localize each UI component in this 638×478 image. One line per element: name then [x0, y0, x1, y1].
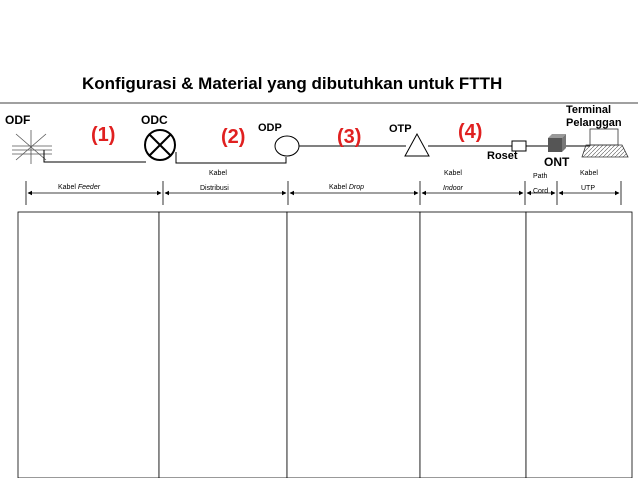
drop-cable-label: Kabel Drop	[329, 184, 364, 191]
material-box-feeder	[17, 211, 160, 478]
drop-prefix: Kabel	[329, 184, 347, 191]
feeder-prefix: Kabel	[58, 184, 76, 191]
ont-icon	[548, 134, 566, 152]
utp-label-line2: UTP	[581, 185, 595, 192]
segment-number-2: (2)	[221, 126, 246, 148]
feeder-cable-label: Kabel Feeder	[58, 184, 100, 191]
patch-cord-label-line1: Path	[533, 173, 548, 180]
patch-cord-label-line2: Cord	[533, 188, 549, 195]
terminal-label-line2: Pelanggan	[566, 117, 622, 129]
feeder-italic: Feeder	[77, 184, 101, 191]
segment-number-1: (1)	[91, 124, 116, 146]
material-box-distribusi	[158, 211, 288, 478]
segment-number-4: (4)	[458, 121, 483, 143]
odf-icon	[12, 130, 52, 164]
odf-label: ODF	[5, 113, 31, 127]
odc-label: ODC	[141, 113, 168, 127]
material-boxes	[17, 211, 633, 478]
indoor-label-line1: Kabel	[444, 170, 462, 177]
roset-icon	[511, 140, 527, 152]
distribusi-label-line1: Kabel	[209, 170, 227, 177]
terminal-label-line1: Terminal	[566, 104, 612, 116]
indoor-label-line2: Indoor	[443, 185, 463, 192]
distribution-cable-line	[175, 152, 287, 164]
feeder-cable-line	[43, 150, 146, 163]
material-box-indoor	[419, 211, 527, 478]
odp-label: ODP	[258, 122, 282, 134]
otp-label: OTP	[389, 123, 412, 135]
dimension-lines	[25, 181, 622, 205]
segment-number-3: (3)	[337, 126, 362, 148]
drop-italic: Drop	[348, 184, 365, 191]
laptop-icon	[581, 128, 629, 158]
otp-icon	[404, 132, 430, 157]
utp-label-line1: Kabel	[580, 170, 598, 177]
roset-label: Roset	[487, 150, 518, 162]
page-title: Konfigurasi & Material yang dibutuhkan u…	[82, 74, 503, 93]
odc-icon	[144, 129, 176, 161]
ont-label: ONT	[544, 155, 570, 169]
material-box-drop	[286, 211, 421, 478]
distribusi-label-line2: Distribusi	[200, 185, 229, 192]
material-box-ont	[525, 211, 633, 478]
odp-icon	[274, 135, 300, 157]
